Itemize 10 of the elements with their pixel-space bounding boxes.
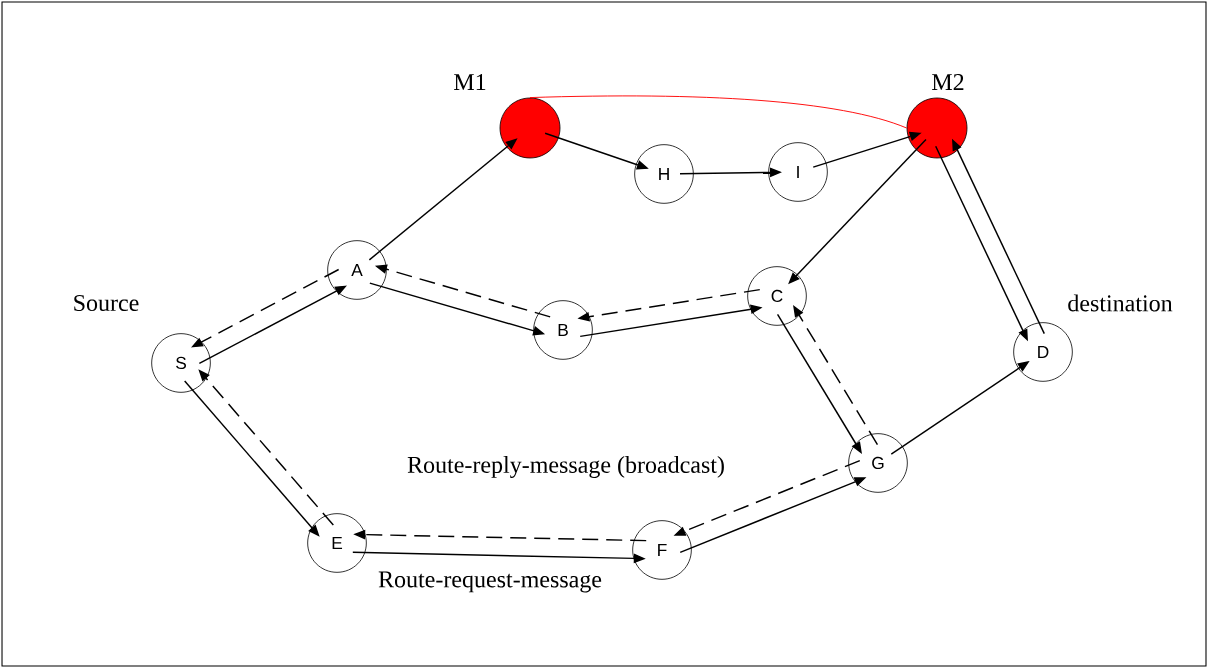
filled-circle: [499, 97, 561, 159]
message-label: Route-request-message: [376, 570, 604, 594]
message-label: Route-reply-message (broadcast): [405, 454, 727, 480]
node-caption: M1: [454, 74, 486, 90]
arrow: [198, 369, 335, 526]
node-caption: Source: [74, 294, 139, 312]
filled-circle: [906, 97, 968, 159]
connector-line: [529, 95, 908, 129]
node-caption: M2: [932, 74, 964, 90]
node-caption: destination: [1068, 294, 1173, 312]
